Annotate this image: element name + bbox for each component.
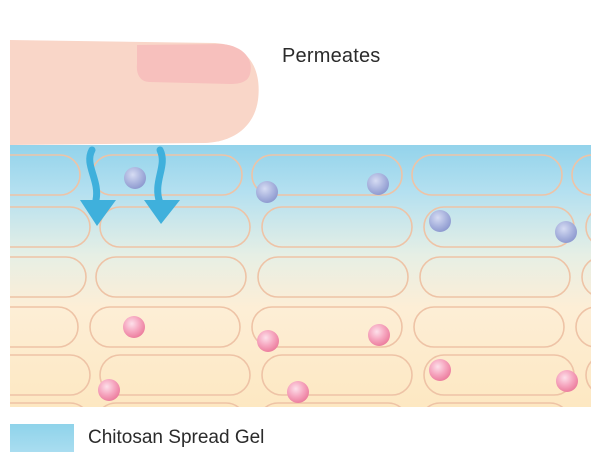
arrow-left [86,146,101,204]
arrow-left-head-icon [80,200,116,226]
arrow-right-head-icon [144,200,180,224]
skin-layer [10,145,591,407]
legend: Chitosan Spread Gel [10,424,264,452]
arrow-right [154,146,166,207]
gel-particles [124,167,577,243]
permeation-arrows [86,146,166,207]
legend-swatch [10,424,74,452]
permeates-label: Permeates [282,45,381,67]
skin-particles [98,316,578,403]
legend-label: Chitosan Spread Gel [88,427,265,448]
fingernail [136,44,251,84]
finger [10,40,259,145]
